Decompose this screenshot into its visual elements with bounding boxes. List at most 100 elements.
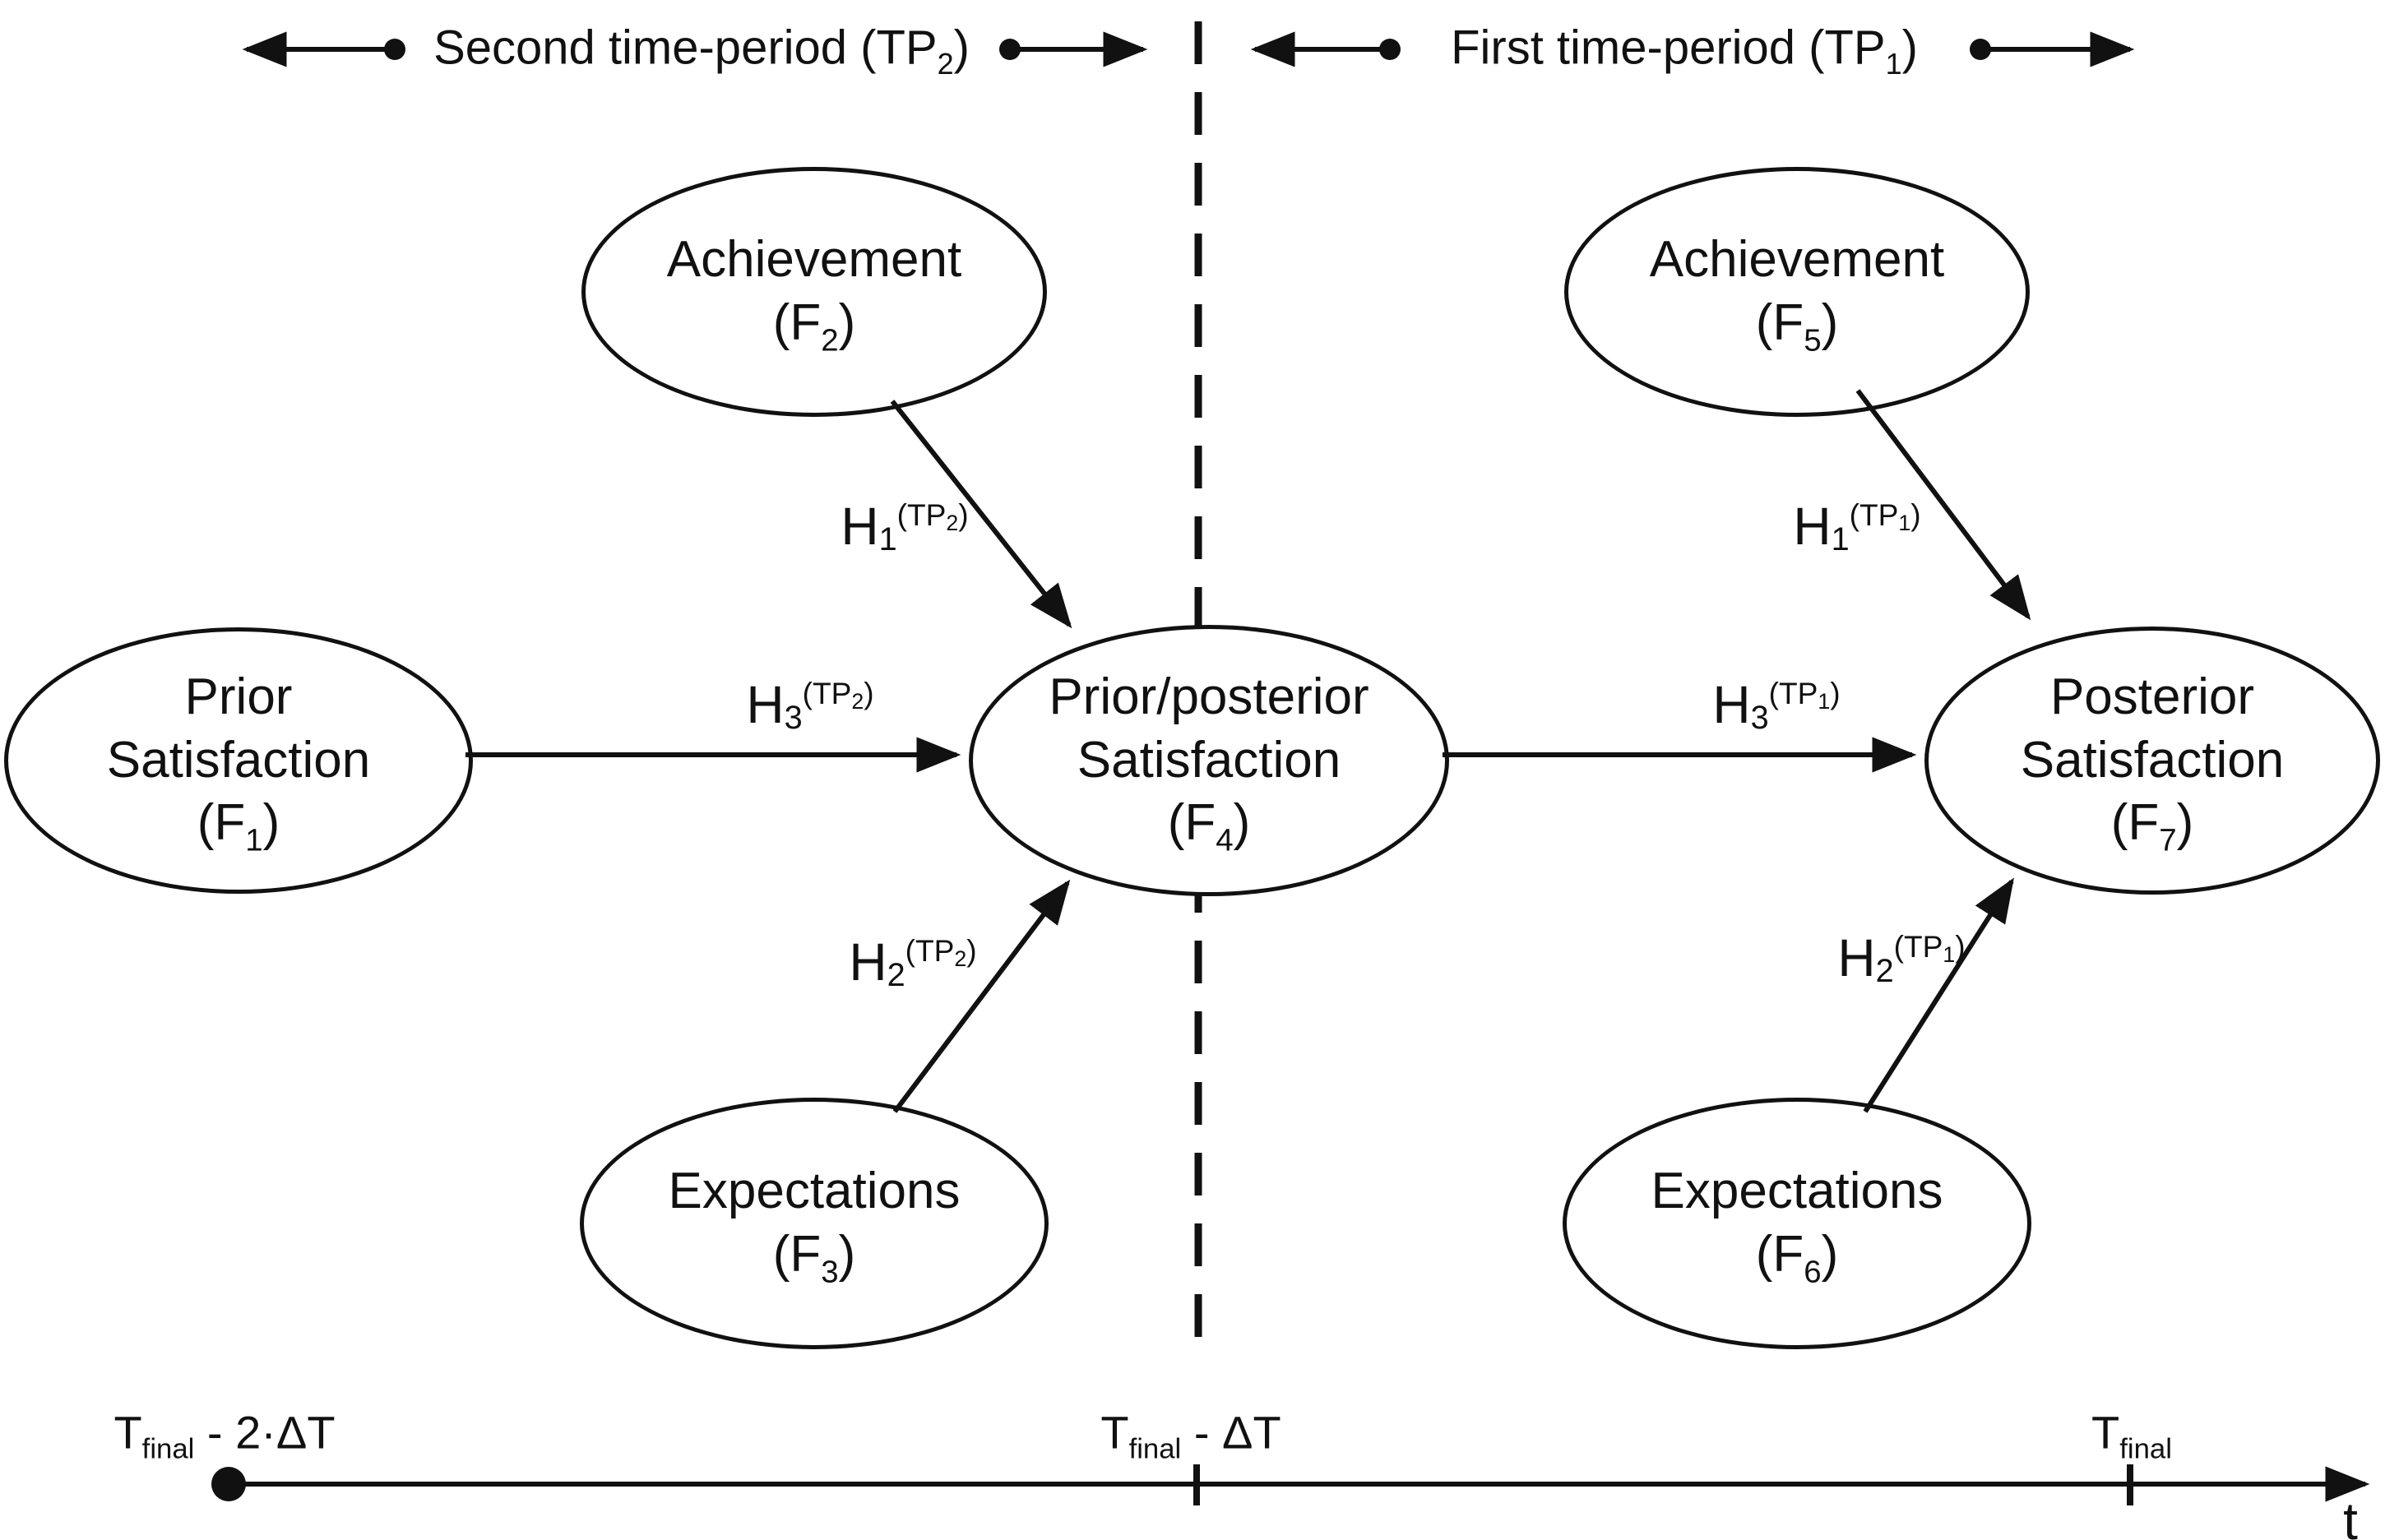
hypothesis-sup-post: ) bbox=[1910, 497, 1921, 532]
factor-label: (F3) bbox=[772, 1223, 856, 1288]
node-achievement-f2: Achievement (F2) bbox=[581, 167, 1047, 417]
factor-post: ) bbox=[262, 794, 280, 852]
factor-label: (F6) bbox=[1755, 1223, 1839, 1290]
node-expectations-f3: Expectations (F3) bbox=[580, 1098, 1049, 1349]
hypothesis-sup-pre: (TP bbox=[1893, 929, 1943, 964]
node-label-line: Prior bbox=[184, 668, 293, 725]
hypothesis-label-h1-tp1: H1(TP1) bbox=[1793, 496, 1920, 557]
factor-post: ) bbox=[2176, 794, 2194, 852]
hypothesis-sup-post: ) bbox=[1830, 676, 1841, 710]
hypothesis-subscript: 1 bbox=[878, 521, 897, 558]
hypothesis-sup-post: ) bbox=[958, 497, 969, 532]
hypothesis-base: H bbox=[1793, 497, 1832, 556]
node-expectations-f6: Expectations (F6) bbox=[1563, 1098, 2031, 1349]
hypothesis-sup-post: ) bbox=[864, 676, 874, 710]
node-label-line: Expectations bbox=[1651, 1163, 1943, 1220]
hypothesis-sup-pre: (TP bbox=[802, 676, 852, 710]
hypothesis-sup-sub: 1 bbox=[1818, 688, 1831, 714]
hypothesis-superscript: (TP2) bbox=[896, 497, 969, 535]
node-prior-posterior-satisfaction-f4: Prior/posterior Satisfaction (F4) bbox=[969, 625, 1449, 896]
timeline-subscript: final bbox=[1128, 1433, 1182, 1465]
hypothesis-superscript: (TP1) bbox=[1849, 497, 1921, 534]
hypothesis-superscript: (TP2) bbox=[802, 676, 874, 712]
header-text: First time-period (TP bbox=[1451, 21, 1886, 75]
hypothesis-superscript: (TP1) bbox=[1768, 676, 1841, 712]
factor-post: ) bbox=[1233, 794, 1251, 852]
hypothesis-sup-pre: (TP bbox=[1849, 497, 1899, 532]
node-label-line: Achievement bbox=[1649, 231, 1945, 289]
hypothesis-label-h3-tp1: H3(TP1) bbox=[1712, 674, 1840, 735]
factor-pre: (F bbox=[772, 1226, 822, 1283]
node-prior-satisfaction-f1: Prior Satisfaction (F1) bbox=[4, 627, 473, 894]
factor-subscript: 4 bbox=[1216, 822, 1234, 858]
timeline-base: T bbox=[113, 1406, 142, 1459]
factor-label: (F1) bbox=[197, 792, 280, 858]
timeline-base: T bbox=[2091, 1406, 2120, 1459]
timeline-rest: - ΔT bbox=[1181, 1406, 1281, 1459]
factor-label: (F4) bbox=[1167, 792, 1251, 858]
factor-subscript: 6 bbox=[1804, 1254, 1822, 1290]
node-label-line: Satisfaction bbox=[1077, 731, 1341, 788]
factor-pre: (F bbox=[1755, 294, 1804, 351]
node-posterior-satisfaction-f7: Posterior Satisfaction (F7) bbox=[1924, 627, 2380, 895]
time-axis-variable-label: t bbox=[2343, 1491, 2358, 1540]
timeline-label-t-final-minus-2dt: Tfinal - 2·ΔT bbox=[113, 1406, 336, 1464]
arrow-f5-to-f7 bbox=[1855, 389, 2031, 621]
factor-post: ) bbox=[1821, 1226, 1839, 1283]
hypothesis-sup-post: ) bbox=[1955, 929, 1966, 964]
timeline-subscript: final bbox=[2119, 1433, 2172, 1465]
timeline-subscript: final bbox=[141, 1433, 195, 1465]
factor-post: ) bbox=[838, 1226, 856, 1283]
hypothesis-superscript: (TP2) bbox=[905, 933, 977, 971]
factor-pre: (F bbox=[1167, 794, 1216, 852]
node-label-line: Prior/posterior bbox=[1049, 668, 1369, 725]
node-label-line: Satisfaction bbox=[2020, 731, 2285, 788]
factor-pre: (F bbox=[1755, 1226, 1804, 1283]
hypothesis-sup-sub: 2 bbox=[851, 688, 864, 714]
hypothesis-sup-pre: (TP bbox=[1768, 676, 1818, 710]
hypothesis-label-h2-tp2: H2(TP2) bbox=[849, 932, 976, 992]
factor-subscript: 7 bbox=[2159, 822, 2177, 858]
hypothesis-base: H bbox=[849, 932, 887, 992]
timeline-label-t-final: Tfinal bbox=[2091, 1406, 2172, 1464]
header-second-time-period: Second time-period (TP2) bbox=[433, 21, 970, 79]
hypothesis-base: H bbox=[746, 675, 785, 734]
node-label-line: Posterior bbox=[2049, 668, 2255, 725]
arrow-f3-to-f4 bbox=[892, 879, 1071, 1113]
hypothesis-base: H bbox=[1837, 928, 1876, 987]
hypothesis-sup-sub: 2 bbox=[954, 946, 967, 971]
hypothesis-superscript: (TP1) bbox=[1893, 929, 1966, 965]
time-axis-origin-dot bbox=[211, 1467, 246, 1501]
node-label-line: Satisfaction bbox=[106, 731, 371, 788]
timeline-base: T bbox=[1100, 1406, 1129, 1459]
hypothesis-sup-pre: (TP bbox=[905, 933, 955, 968]
factor-post: ) bbox=[1821, 294, 1839, 351]
hypothesis-label-h3-tp2: H3(TP2) bbox=[746, 674, 873, 735]
header-dot-left-outer bbox=[384, 39, 405, 60]
hypothesis-subscript: 1 bbox=[1831, 521, 1850, 558]
header-dot-left-inner bbox=[999, 39, 1021, 60]
header-close: ) bbox=[953, 21, 970, 75]
node-achievement-f5: Achievement (F5) bbox=[1564, 167, 2030, 417]
header-dot-right-inner bbox=[1379, 39, 1401, 60]
timeline-rest: - 2·ΔT bbox=[194, 1406, 336, 1459]
factor-label: (F2) bbox=[772, 292, 856, 356]
hypothesis-base: H bbox=[1712, 675, 1751, 734]
header-text: Second time-period (TP bbox=[433, 21, 938, 75]
hypothesis-sup-sub: 2 bbox=[946, 510, 959, 535]
hypothesis-sup-pre: (TP bbox=[896, 497, 947, 532]
factor-post: ) bbox=[838, 294, 856, 351]
hypothesis-subscript: 3 bbox=[1750, 700, 1769, 737]
hypothesis-label-h2-tp1: H2(TP1) bbox=[1837, 927, 1965, 988]
hypothesis-subscript: 3 bbox=[784, 700, 803, 737]
factor-pre: (F bbox=[2110, 794, 2160, 852]
timeline-label-t-final-minus-dt: Tfinal - ΔT bbox=[1100, 1406, 1281, 1464]
node-label-line: Expectations bbox=[668, 1163, 961, 1220]
factor-label: (F5) bbox=[1755, 292, 1839, 356]
hypothesis-subscript: 2 bbox=[887, 957, 905, 994]
factor-pre: (F bbox=[197, 794, 246, 852]
factor-subscript: 1 bbox=[245, 822, 263, 858]
factor-pre: (F bbox=[772, 294, 822, 351]
